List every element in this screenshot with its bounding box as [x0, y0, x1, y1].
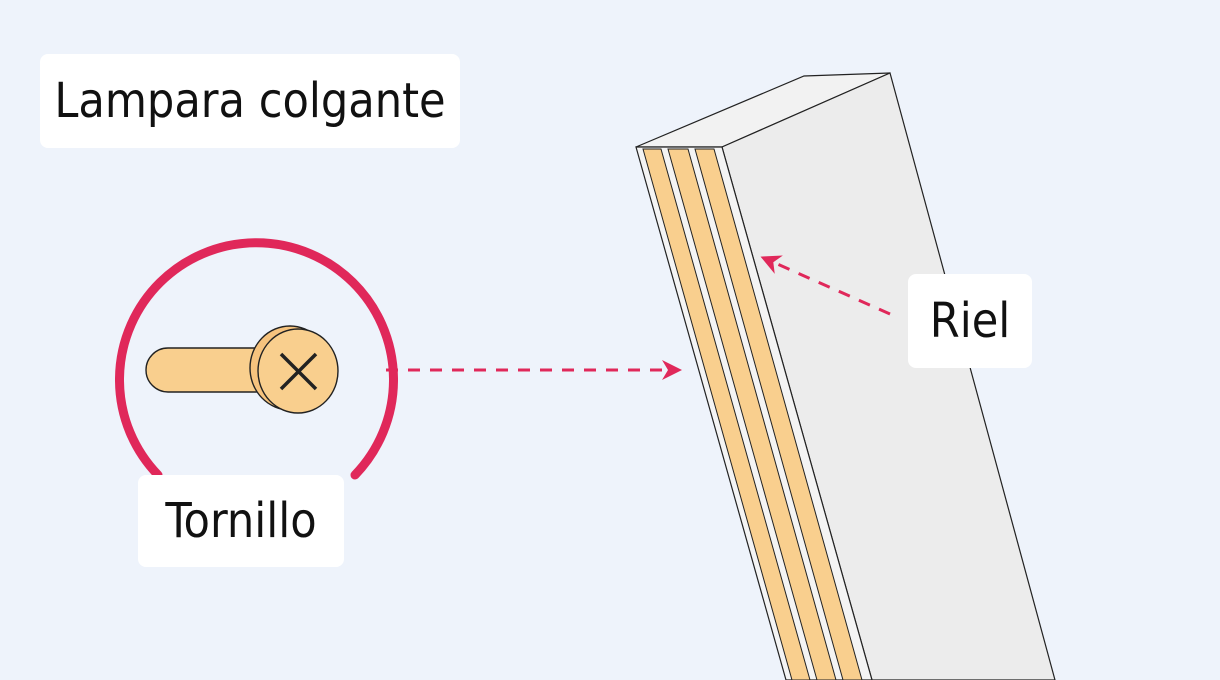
screw-icon	[145, 325, 339, 414]
rail-profile-icon	[635, 72, 1056, 680]
page-title: Lampara colgante	[40, 54, 460, 148]
screw-label: Tornillo	[138, 475, 344, 567]
rail-arrow	[760, 255, 891, 316]
screw-callout-circle	[115, 238, 398, 480]
rail-label: Riel	[908, 274, 1032, 368]
